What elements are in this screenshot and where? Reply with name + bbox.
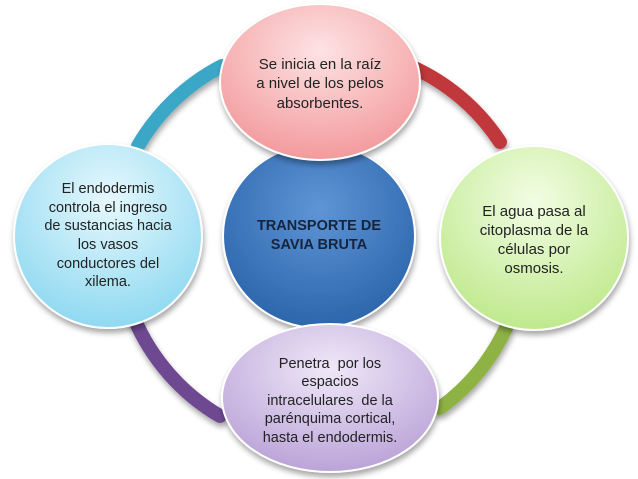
center-title-line: SAVIA BRUTA bbox=[270, 237, 368, 253]
left-node-circle bbox=[13, 143, 203, 329]
top-node-line: absorbentes. bbox=[276, 94, 364, 112]
top-node-circle bbox=[219, 3, 421, 161]
center-title: TRANSPORTE DE SAVIA BRUTA bbox=[235, 190, 403, 282]
left-node-line: xilema. bbox=[85, 274, 131, 291]
right-node-circle bbox=[439, 145, 629, 331]
bottom-node-line: intracelulares de la bbox=[267, 392, 393, 409]
arc-top-right bbox=[403, 59, 507, 149]
left-node-text: El endodermis controla el ingreso de sus… bbox=[28, 168, 188, 304]
left-node-line: El endodermis bbox=[61, 181, 155, 198]
right-node-line: osmosis. bbox=[504, 260, 564, 278]
bottom-node-line: parénquima cortical, bbox=[264, 411, 396, 428]
top-node-line: a nivel de los pelos bbox=[256, 75, 384, 93]
bottom-node-line: Penetra por los bbox=[278, 355, 382, 372]
left-node-line: conductores del bbox=[56, 255, 160, 272]
bottom-node-text: Penetra por los espacios intracelulares … bbox=[240, 336, 420, 466]
arc-bottom-right bbox=[433, 321, 513, 415]
right-node-line: El agua pasa al bbox=[482, 202, 586, 220]
left-node-line: de sustancias hacia bbox=[44, 218, 172, 235]
right-node-line: células por bbox=[497, 241, 571, 258]
arc-bottom-left bbox=[127, 311, 227, 423]
center-title-line: TRANSPORTE DE bbox=[256, 218, 382, 235]
bottom-node-circle bbox=[221, 323, 439, 473]
arc-top-left bbox=[131, 59, 229, 153]
bottom-node-line: hasta el endodermis. bbox=[262, 429, 398, 446]
right-node-text: El agua pasa al citoplasma de la células… bbox=[452, 180, 616, 300]
top-node-text: Se inicia en la raíz a nivel de los pelo… bbox=[228, 44, 412, 124]
top-node-line: Se inicia en la raíz bbox=[258, 56, 382, 74]
right-node-line: citoplasma de la bbox=[479, 221, 589, 239]
bottom-node-line: espacios bbox=[301, 374, 359, 391]
left-node-line: los vasos bbox=[77, 237, 139, 253]
left-node-line: controla el ingreso bbox=[48, 199, 168, 216]
